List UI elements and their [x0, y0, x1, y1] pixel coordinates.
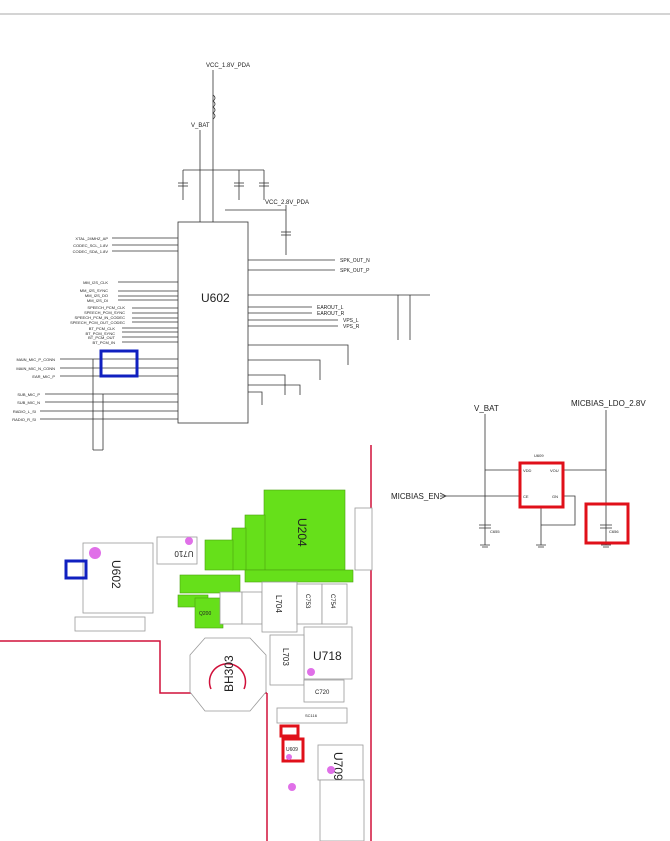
- pcb-label: C720: [315, 690, 330, 696]
- board-edge: [0, 445, 372, 841]
- pcb-q200: [194, 597, 224, 629]
- pcb-label: U204: [295, 518, 309, 547]
- pcb-label: U718: [313, 649, 342, 663]
- c656-highlight: [584, 502, 630, 545]
- signal-label: SPK_OUT_P: [340, 268, 370, 274]
- pcb-label: SC116: [305, 713, 318, 718]
- signal-label: MAIN_MIC_P_CONN: [17, 357, 56, 362]
- signal-label: VPS_L: [343, 318, 359, 324]
- pcb-bh303: [189, 637, 267, 712]
- pcb-u204: [263, 489, 346, 571]
- pcb-label: L704: [274, 595, 283, 613]
- pcb-label: Q200: [199, 611, 211, 617]
- pin-label: VDD: [523, 468, 532, 473]
- u609-highlight: [518, 461, 565, 509]
- pcb-label: U602: [109, 560, 123, 589]
- cap-label: C656: [609, 529, 619, 534]
- pcb-cap-highlight: [279, 724, 300, 738]
- signal-label: SPEECH_PCM_SYNC: [84, 310, 125, 315]
- signal-label: EAROUT_R: [317, 311, 345, 317]
- signal-label: SPEECH_PCM_OUT_CODEC: [70, 320, 125, 325]
- signal-label: SPEECH_PCM_CLK: [87, 305, 125, 310]
- signal-label: XTAL_24MHZ_AP: [75, 236, 108, 241]
- pin-label: GN: [552, 494, 558, 499]
- ldo-vbat-label: V_BAT: [474, 404, 499, 413]
- main-schematic: VCC_1.8V_PDA V_BAT VCC_2.8V_PDA U602 XTA…: [12, 63, 430, 451]
- pin-label: CE: [523, 494, 529, 499]
- pcb-u609-highlight: [281, 737, 305, 763]
- signal-label: MAIN_MIC_N_CONN: [16, 366, 55, 371]
- micbias-en-label: MICBIAS_EN: [391, 492, 440, 501]
- signal-label: BT_PCM_IN: [93, 340, 116, 345]
- signal-label: MM_I2S_SYNC: [80, 288, 108, 293]
- signal-label: BT_PCM_OUT: [88, 335, 115, 340]
- signal-label: MM_I2S_CLK: [83, 280, 108, 285]
- pcb-layout: U602 U710 U204 Q200 L704 C753 C754 U718 …: [0, 445, 373, 841]
- signal-label: BT_PCM_SYNC: [85, 331, 115, 336]
- ldo-output-label: MICBIAS_LDO_2.8V: [571, 399, 646, 408]
- signal-label: SPK_OUT_N: [340, 258, 370, 264]
- signal-label: BT_PCM_CLK: [89, 326, 116, 331]
- pcb-label: C754: [329, 594, 335, 609]
- mic-caps-highlight: [99, 349, 139, 378]
- u609-label: U609: [534, 453, 544, 458]
- ldo-schematic: V_BAT MICBIAS_LDO_2.8V MICBIAS_EN U609 V…: [391, 399, 646, 548]
- signal-label: SUB_MIC_N: [17, 400, 40, 405]
- signal-label: SPEECH_PCM_IN_CODEC: [75, 315, 126, 320]
- u602-label: U602: [201, 291, 230, 305]
- pcb-label: U710: [174, 549, 194, 558]
- signal-label: CODEC_SCL_1.8V: [73, 243, 108, 248]
- signal-label: VPS_R: [343, 324, 360, 330]
- pcb-label: C753: [304, 594, 310, 609]
- pin-label: VOU: [550, 468, 559, 473]
- signal-label: CODEC_SDA_1.8V: [73, 249, 109, 254]
- signal-label: RADIO_R_SI: [12, 417, 36, 422]
- signal-label: MM_I2S_DI: [87, 298, 108, 303]
- pcb-u709: [317, 744, 364, 781]
- pcb-l703: [269, 634, 305, 686]
- u602-symbol: [177, 221, 249, 424]
- pcb-label: L703: [281, 648, 290, 666]
- signal-label: EAR_MIC_P: [32, 374, 55, 379]
- vbat-label: V_BAT: [191, 123, 210, 129]
- pcb-l704: [261, 581, 298, 633]
- vcc18-label: VCC_1.8V_PDA: [206, 63, 250, 69]
- pcb-label: U709: [331, 752, 345, 781]
- pcb-blue-highlight: [64, 559, 88, 580]
- signal-label: RADIO_L_SI: [13, 409, 36, 414]
- vcc28-label: VCC_2.8V_PDA: [265, 200, 309, 206]
- left-signal-list: XTAL_24MHZ_AP CODEC_SCL_1.8V CODEC_SDA_1…: [12, 236, 178, 451]
- pcb-label: BH303: [222, 655, 236, 692]
- signal-label: MM_I2S_DO: [85, 293, 108, 298]
- cap-label: C655: [490, 529, 500, 534]
- signal-label: SUB_MIC_P: [17, 392, 40, 397]
- pcb-label: U609: [286, 747, 298, 753]
- signal-label: EAROUT_L: [317, 305, 344, 311]
